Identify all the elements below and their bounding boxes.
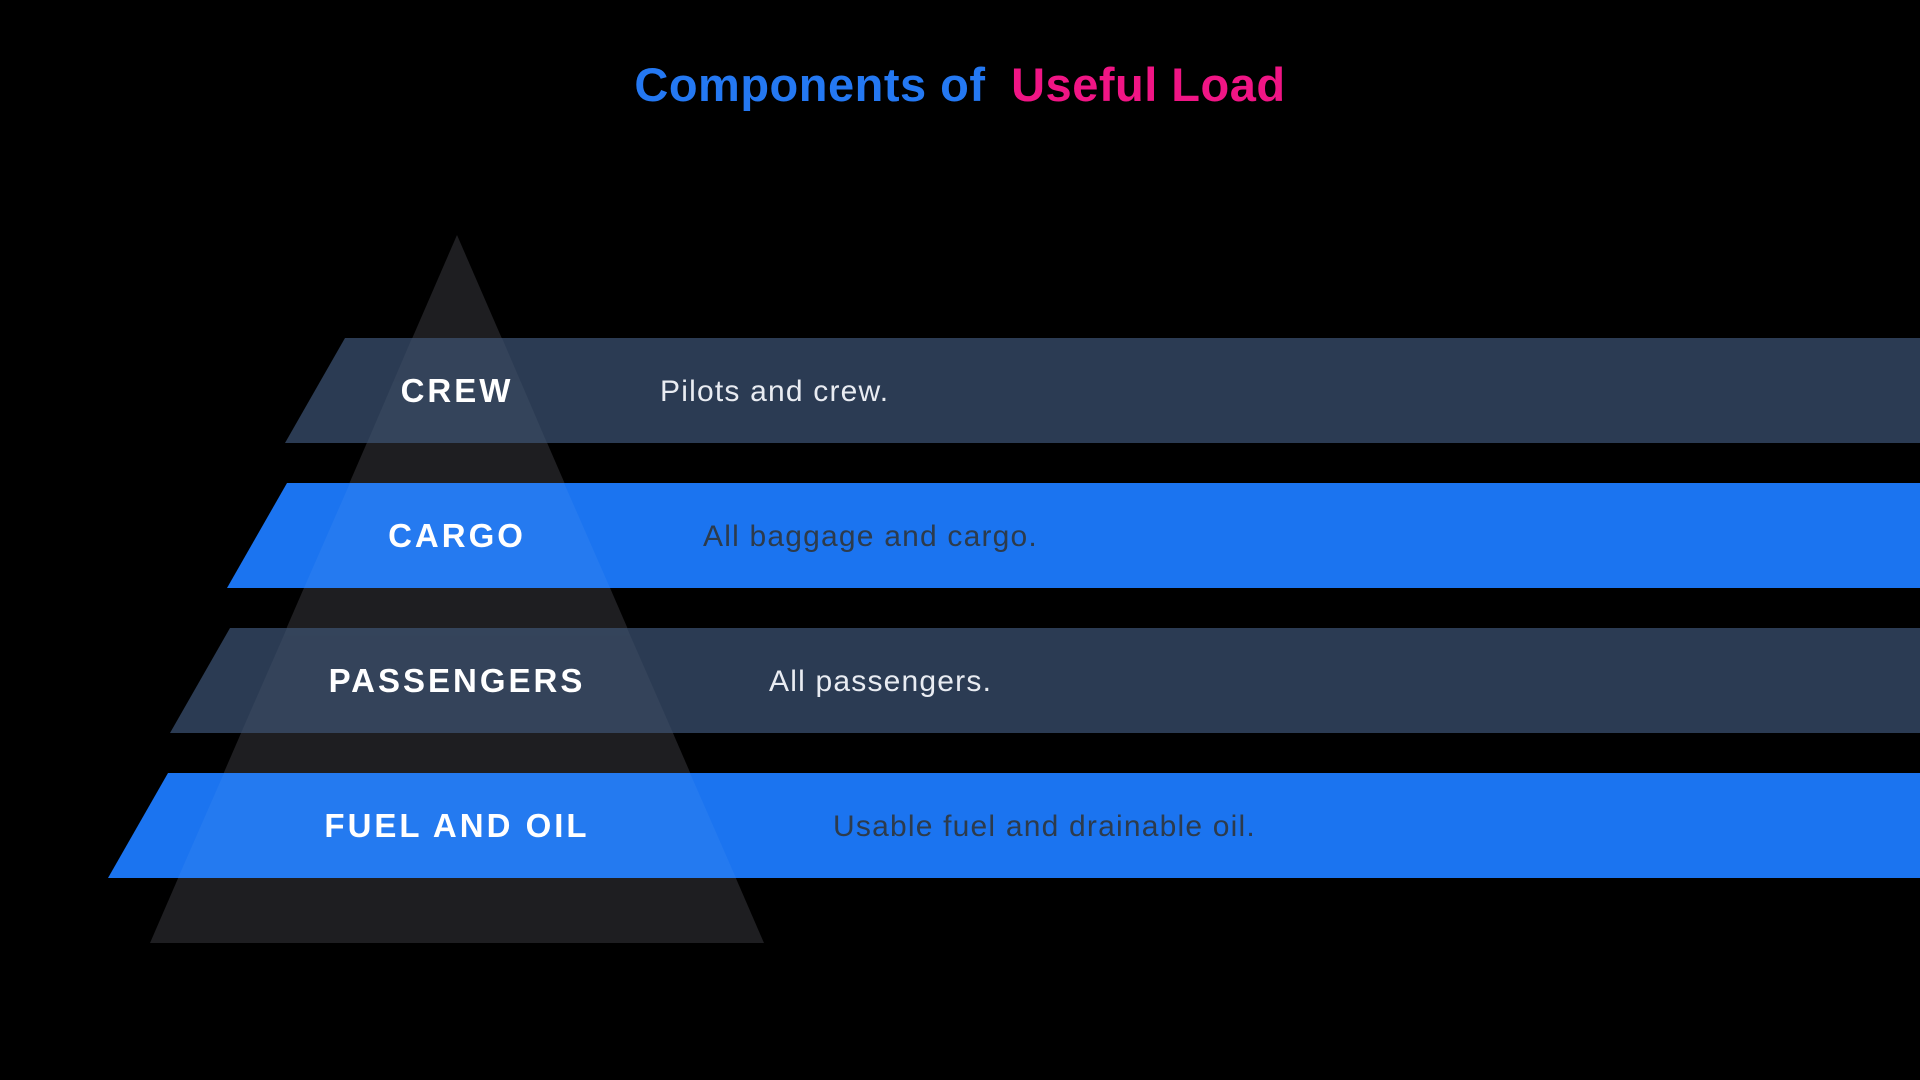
label-cargo: CARGO	[388, 517, 526, 554]
description-cargo: All baggage and cargo.	[703, 520, 1038, 553]
pyramid-shape	[150, 235, 764, 943]
pyramid-highlight-cargo	[304, 483, 610, 588]
description-fuel-and-oil: Usable fuel and drainable oil.	[833, 810, 1256, 843]
band-crew	[285, 338, 1920, 443]
description-passengers: All passengers.	[769, 665, 992, 698]
pyramid-overlay-group	[178, 338, 736, 878]
label-crew: CREW	[401, 372, 514, 409]
band-passengers	[170, 628, 1920, 733]
description-crew: Pilots and crew.	[660, 375, 889, 408]
title-part-pink: Useful Load	[1011, 58, 1285, 111]
label-fuel-and-oil: FUEL AND OIL	[324, 807, 589, 844]
pyramid-highlight-fuel	[178, 773, 736, 878]
band-fuel-and-oil	[108, 773, 1920, 878]
pyramid-highlight-crew	[367, 338, 547, 443]
pyramid-highlight-passengers	[241, 628, 673, 733]
title-part-blue: Components of	[634, 58, 985, 111]
label-passengers: PASSENGERS	[329, 662, 586, 699]
band-cargo	[227, 483, 1920, 588]
page-title: Components of Useful Load	[634, 58, 1285, 111]
